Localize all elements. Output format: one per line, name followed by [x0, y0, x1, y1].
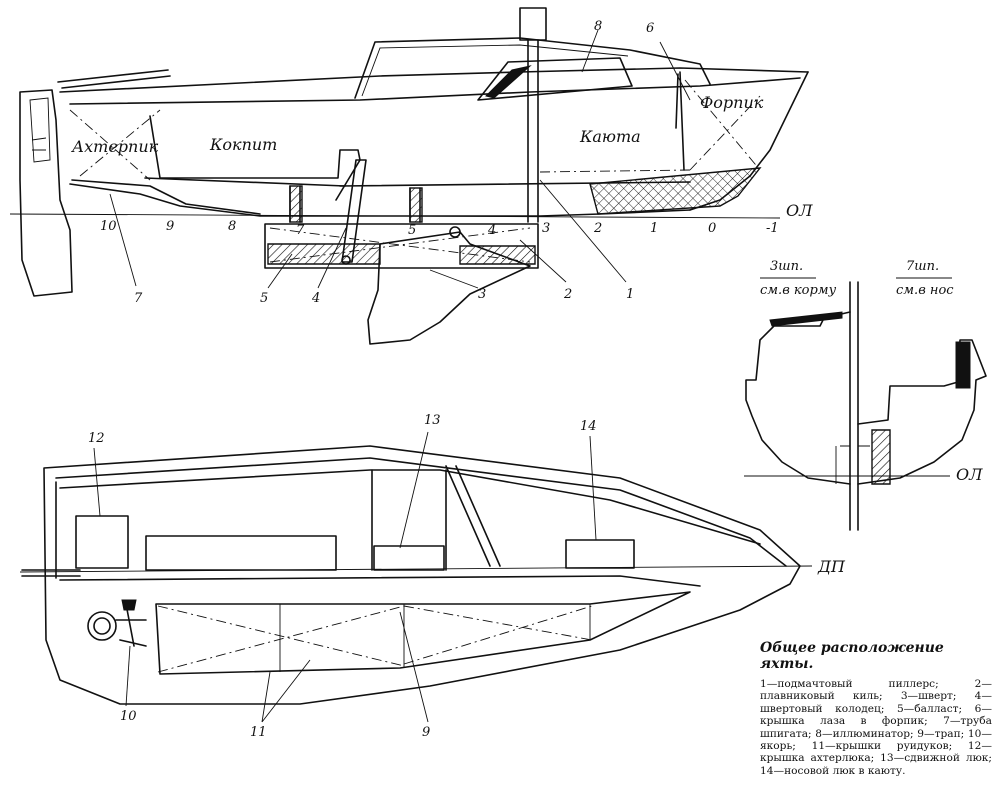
station-0: 0 — [708, 221, 716, 236]
callout-14: 14 — [580, 419, 597, 434]
rudder — [19, 89, 73, 297]
callout-10: 10 — [120, 709, 137, 724]
tiller — [57, 69, 171, 89]
section-view: 3шп. см.в корму 7шп. см.в нос ОЛ — [744, 259, 987, 531]
side-view: ОЛ Ахтерпик Кокпит Каюта Форпик 10 9 8 7… — [9, 7, 813, 345]
label-kokpit: Кокпит — [209, 135, 277, 154]
station-5: 5 — [408, 223, 416, 238]
callout-3: 3 — [478, 287, 486, 302]
porthole — [477, 57, 633, 101]
callout-13: 13 — [424, 413, 441, 428]
caption-title: Общее расположение яхты. — [760, 640, 944, 672]
callout-11: 11 — [250, 725, 267, 740]
station-4: 4 — [487, 223, 496, 238]
label-forpik: Форпик — [700, 93, 764, 112]
plan-hull-outline — [43, 445, 801, 705]
fin-keel — [264, 223, 539, 269]
figure-caption: Общее расположение яхты. 1—подмачтовый п… — [760, 640, 992, 777]
section-left-header-top: 3шп. — [770, 259, 803, 274]
station-10: 10 — [100, 219, 117, 234]
caption-body: 1—подмачтовый пиллерс; 2—плавниковый кил… — [760, 678, 992, 777]
mast-pillar — [527, 39, 539, 223]
section-waterline-label: ОЛ — [956, 465, 983, 484]
section-right-header-top: 7шп. — [906, 259, 939, 274]
callout-9: 9 — [422, 725, 430, 740]
station-2: 2 — [593, 221, 602, 236]
callout-4: 4 — [311, 291, 320, 306]
label-ahterpik: Ахтерпик — [71, 137, 159, 156]
section-right-header-bottom: см.в нос — [896, 283, 954, 298]
waterline — [9, 213, 781, 219]
station-8: 8 — [228, 219, 236, 234]
callout-5: 5 — [260, 291, 268, 306]
callout-1: 1 — [626, 287, 634, 302]
plan-view: ДП 12 13 14 10 11 9 — [19, 413, 846, 740]
callout-8: 8 — [594, 19, 602, 34]
cabin-roof — [354, 37, 711, 99]
callout-7: 7 — [134, 291, 143, 306]
plan-centerline — [19, 565, 813, 573]
callout-6: 6 — [646, 21, 654, 36]
cockpit — [149, 115, 361, 201]
waterline-label: ОЛ — [786, 201, 813, 220]
section-left-header-bottom: см.в корму — [760, 283, 837, 298]
station-7: 7 — [296, 223, 305, 238]
label-kayuta: Каюта — [579, 127, 641, 146]
station-minus-1: -1 — [766, 221, 779, 236]
callout-2: 2 — [563, 287, 572, 302]
hull-sheer-line — [59, 67, 809, 93]
plan-centerline-label: ДП — [817, 557, 846, 576]
centreboard — [367, 231, 531, 345]
callout-12: 12 — [88, 431, 105, 446]
station-3: 3 — [542, 221, 550, 236]
station-9: 9 — [166, 219, 174, 234]
station-1: 1 — [650, 221, 658, 236]
